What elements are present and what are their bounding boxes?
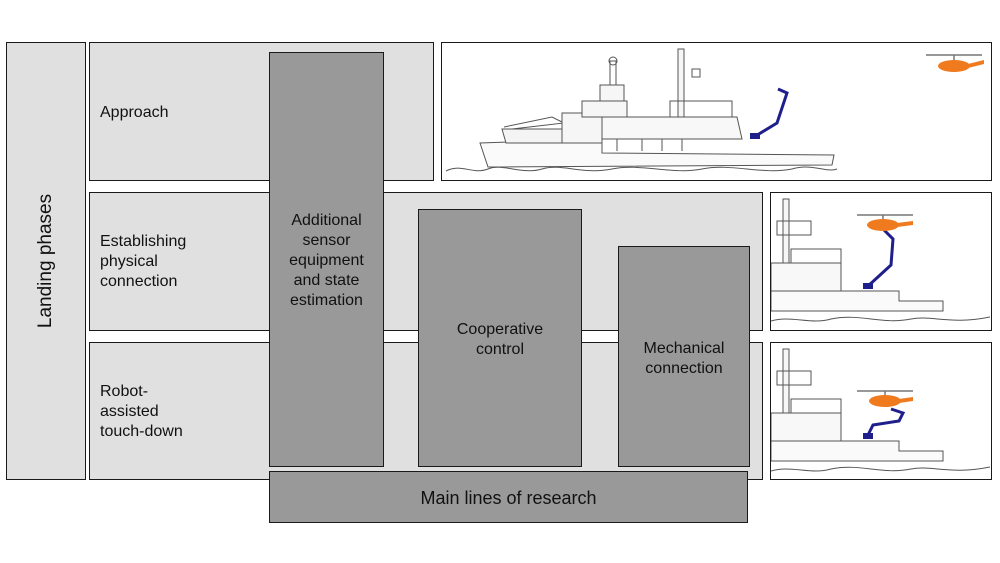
helicopter-connection xyxy=(867,219,913,231)
research-label-main: Main lines of research xyxy=(420,488,597,508)
research-box-mechanical: Mechanical connection xyxy=(618,246,750,467)
ship-connection-drawing xyxy=(771,198,990,322)
robot-arm-approach xyxy=(753,87,789,139)
research-box-main: Main lines of research xyxy=(269,471,748,523)
research-box-sensor: Additional sensor equipment and state es… xyxy=(269,52,384,467)
phase-label-touch-down: Robot- assisted touch-down xyxy=(100,383,183,440)
helicopter-approach xyxy=(938,60,984,72)
phase-label-physical-connection: Establishing physical connection xyxy=(100,233,187,290)
illustration-touch-down xyxy=(770,342,992,480)
illustration-approach xyxy=(441,42,992,181)
robot-arm-connection xyxy=(865,227,895,289)
research-box-cooperative: Cooperative control xyxy=(418,209,582,467)
helicopter-touchdown xyxy=(869,395,913,407)
research-label-cooperative: Cooperative control xyxy=(456,321,544,358)
robot-arm-touchdown xyxy=(865,407,906,438)
research-label-mechanical: Mechanical connection xyxy=(643,340,725,377)
landing-phases-title: Landing phases xyxy=(35,193,56,329)
ship-touchdown-drawing xyxy=(771,348,990,472)
ship-approach-drawing xyxy=(445,48,984,172)
illustration-physical-connection xyxy=(770,192,992,331)
landing-phases-column: Landing phases xyxy=(6,42,86,480)
research-label-sensor: Additional sensor equipment and state es… xyxy=(289,212,364,309)
phase-label-approach: Approach xyxy=(100,104,169,121)
